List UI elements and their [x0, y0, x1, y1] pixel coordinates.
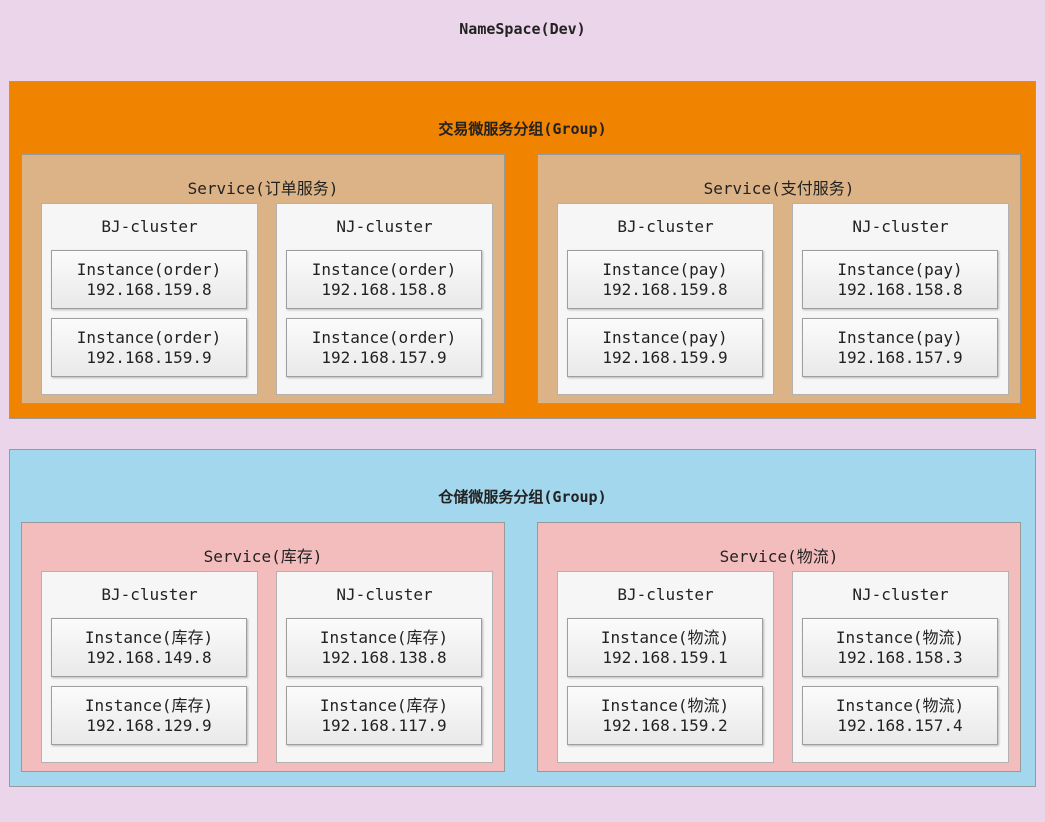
instance-name: Instance(order)	[76, 328, 222, 347]
instance-box: Instance(pay) 192.168.159.9	[567, 318, 763, 377]
instance-ip: 192.168.158.3	[837, 648, 963, 667]
instance-name: Instance(物流)	[835, 696, 965, 715]
instance-ip: 192.168.157.4	[837, 716, 963, 735]
cluster-nj: NJ-cluster Instance(pay) 192.168.158.8 I…	[792, 203, 1009, 395]
instance-name: Instance(库存)	[319, 628, 449, 647]
instance-box: Instance(库存) 192.168.129.9	[51, 686, 247, 745]
instance-box: Instance(库存) 192.168.138.8	[286, 618, 482, 677]
cluster-title: BJ-cluster	[617, 585, 714, 604]
instance-ip: 192.168.159.1	[602, 648, 728, 667]
instance-name: Instance(库存)	[84, 696, 214, 715]
cluster-title: NJ-cluster	[852, 585, 949, 604]
instance-ip: 192.168.157.9	[321, 348, 447, 367]
instance-box: Instance(pay) 192.168.159.8	[567, 250, 763, 309]
instance-ip: 192.168.159.8	[86, 280, 212, 299]
instance-box: Instance(order) 192.168.157.9	[286, 318, 482, 377]
service-title: Service(物流)	[719, 547, 839, 566]
instance-box: Instance(pay) 192.168.158.8	[802, 250, 998, 309]
instance-name: Instance(库存)	[319, 696, 449, 715]
instance-ip: 192.168.149.8	[86, 648, 212, 667]
cluster-title: BJ-cluster	[101, 585, 198, 604]
service-pay: Service(支付服务) BJ-cluster Instance(pay) 1…	[537, 154, 1021, 404]
group-title: 仓储微服务分组(Group)	[438, 488, 607, 506]
instance-box: Instance(库存) 192.168.149.8	[51, 618, 247, 677]
cluster-nj: NJ-cluster Instance(库存) 192.168.138.8 In…	[276, 571, 493, 763]
instance-name: Instance(pay)	[837, 328, 963, 347]
cluster-title: BJ-cluster	[101, 217, 198, 236]
instance-box: Instance(order) 192.168.158.8	[286, 250, 482, 309]
cluster-bj: BJ-cluster Instance(pay) 192.168.159.8 I…	[557, 203, 774, 395]
cluster-bj: BJ-cluster Instance(order) 192.168.159.8…	[41, 203, 258, 395]
instance-ip: 192.168.138.8	[321, 648, 447, 667]
instance-name: Instance(order)	[311, 260, 457, 279]
instance-ip: 192.168.159.9	[86, 348, 212, 367]
instance-name: Instance(pay)	[602, 260, 728, 279]
cluster-title: BJ-cluster	[617, 217, 714, 236]
instance-box: Instance(pay) 192.168.157.9	[802, 318, 998, 377]
namespace-title: NameSpace(Dev)	[459, 20, 586, 38]
instance-box: Instance(物流) 192.168.159.2	[567, 686, 763, 745]
service-title: Service(订单服务)	[187, 179, 339, 198]
group-storage: 仓储微服务分组(Group) Service(库存) BJ-cluster In…	[9, 449, 1036, 787]
instance-name: Instance(pay)	[602, 328, 728, 347]
instance-name: Instance(order)	[76, 260, 222, 279]
cluster-title: NJ-cluster	[336, 217, 433, 236]
instance-name: Instance(order)	[311, 328, 457, 347]
instance-ip: 192.168.159.9	[602, 348, 728, 367]
service-inventory: Service(库存) BJ-cluster Instance(库存) 192.…	[21, 522, 505, 772]
cluster-bj: BJ-cluster Instance(库存) 192.168.149.8 In…	[41, 571, 258, 763]
instance-ip: 192.168.158.8	[837, 280, 963, 299]
instance-ip: 192.168.159.2	[602, 716, 728, 735]
cluster-title: NJ-cluster	[852, 217, 949, 236]
service-logistics: Service(物流) BJ-cluster Instance(物流) 192.…	[537, 522, 1021, 772]
instance-box: Instance(物流) 192.168.159.1	[567, 618, 763, 677]
instance-name: Instance(库存)	[84, 628, 214, 647]
instance-name: Instance(物流)	[600, 628, 730, 647]
service-title: Service(库存)	[203, 547, 323, 566]
instance-box: Instance(物流) 192.168.157.4	[802, 686, 998, 745]
instance-ip: 192.168.117.9	[321, 716, 447, 735]
cluster-title: NJ-cluster	[336, 585, 433, 604]
instance-ip: 192.168.129.9	[86, 716, 212, 735]
instance-name: Instance(物流)	[835, 628, 965, 647]
service-title: Service(支付服务)	[703, 179, 855, 198]
service-order: Service(订单服务) BJ-cluster Instance(order)…	[21, 154, 505, 404]
group-trade: 交易微服务分组(Group) Service(订单服务) BJ-cluster …	[9, 81, 1036, 419]
cluster-nj: NJ-cluster Instance(物流) 192.168.158.3 In…	[792, 571, 1009, 763]
instance-name: Instance(物流)	[600, 696, 730, 715]
instance-box: Instance(库存) 192.168.117.9	[286, 686, 482, 745]
instance-name: Instance(pay)	[837, 260, 963, 279]
instance-box: Instance(物流) 192.168.158.3	[802, 618, 998, 677]
instance-ip: 192.168.159.8	[602, 280, 728, 299]
instance-box: Instance(order) 192.168.159.9	[51, 318, 247, 377]
instance-ip: 192.168.157.9	[837, 348, 963, 367]
instance-ip: 192.168.158.8	[321, 280, 447, 299]
instance-box: Instance(order) 192.168.159.8	[51, 250, 247, 309]
cluster-nj: NJ-cluster Instance(order) 192.168.158.8…	[276, 203, 493, 395]
group-title: 交易微服务分组(Group)	[438, 120, 607, 138]
cluster-bj: BJ-cluster Instance(物流) 192.168.159.1 In…	[557, 571, 774, 763]
